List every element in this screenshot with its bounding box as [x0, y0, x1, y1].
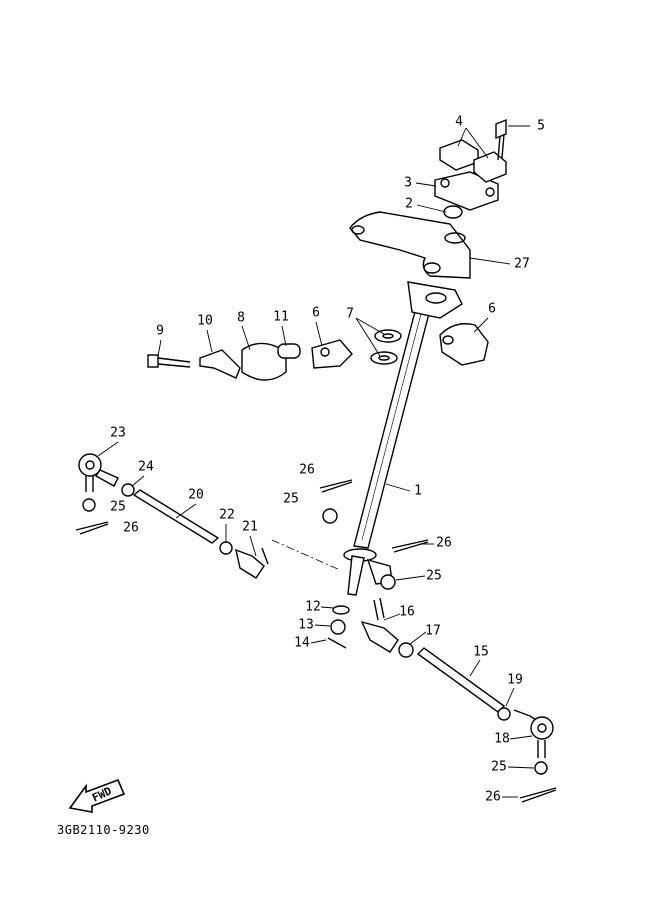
callout-17: 17 — [425, 623, 441, 639]
callout-14: 14 — [294, 635, 310, 651]
left-tie-rod — [75, 453, 341, 579]
callout-21: 21 — [242, 519, 258, 535]
right-tie-rod — [360, 597, 557, 803]
callout-6-right: 6 — [488, 301, 496, 317]
callout-13: 13 — [298, 617, 314, 633]
fwd-arrow-icon — [68, 778, 126, 813]
callout-3: 3 — [404, 175, 412, 191]
center-fasteners — [319, 479, 429, 649]
callout-7: 7 — [346, 306, 354, 322]
callout-1: 1 — [414, 483, 422, 499]
side-parts — [370, 323, 489, 366]
callout-26-bottom: 26 — [485, 789, 501, 805]
callout-25-bottom: 25 — [491, 759, 507, 775]
callout-19: 19 — [507, 672, 523, 688]
left-bushing-parts — [147, 339, 353, 381]
callout-5: 5 — [537, 118, 545, 134]
drawing-code: 3GB2110-9230 — [57, 823, 150, 837]
callout-26-left: 26 — [123, 520, 139, 536]
callout-26-upper: 26 — [299, 462, 315, 478]
callout-10: 10 — [197, 313, 213, 329]
callout-25-left: 25 — [110, 499, 126, 515]
callout-20: 20 — [188, 487, 204, 503]
callout-27: 27 — [514, 256, 530, 272]
callout-15: 15 — [473, 644, 489, 660]
upper-holders — [434, 118, 507, 219]
callout-26-mid: 26 — [436, 535, 452, 551]
leader-lines — [97, 125, 535, 798]
callout-25-mid: 25 — [426, 568, 442, 584]
callout-9: 9 — [156, 323, 164, 339]
callout-22: 22 — [219, 507, 235, 523]
callout-12: 12 — [305, 599, 321, 615]
callout-2: 2 — [405, 196, 413, 212]
column-bracket — [349, 211, 471, 279]
callout-8: 8 — [237, 310, 245, 326]
callout-23: 23 — [110, 425, 126, 441]
callout-24: 24 — [138, 459, 154, 475]
callout-16: 16 — [399, 604, 415, 620]
callout-4: 4 — [455, 114, 463, 130]
callout-25-upper: 25 — [283, 491, 299, 507]
callout-6-left: 6 — [312, 305, 320, 321]
callout-11: 11 — [273, 309, 289, 325]
callout-18: 18 — [494, 731, 510, 747]
